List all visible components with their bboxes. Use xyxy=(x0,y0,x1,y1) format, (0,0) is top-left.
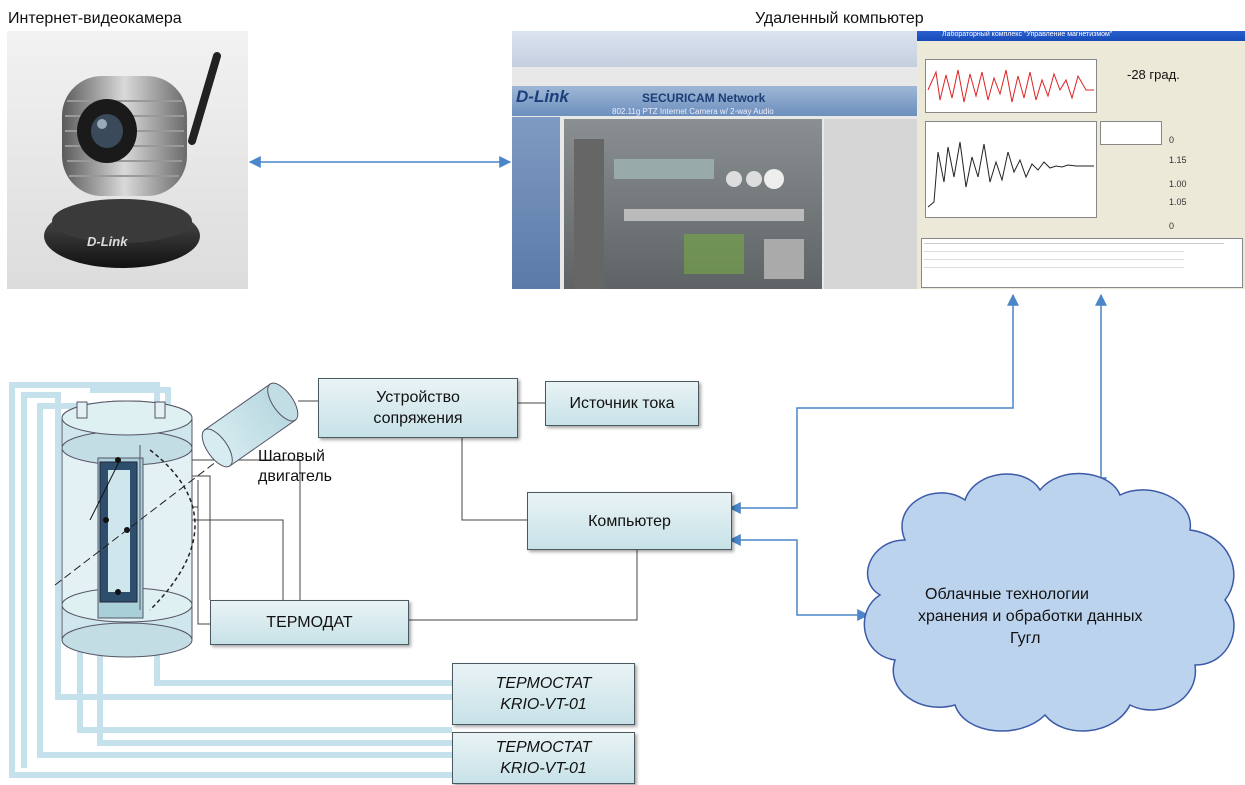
webcam-icon: D-Link xyxy=(44,52,221,268)
value-0a: 0 xyxy=(1169,135,1175,145)
sample-cylinder xyxy=(54,400,226,658)
power-source-label: Источник тока xyxy=(569,395,675,412)
thermostat2-line2: KRIO-VT-01 xyxy=(500,760,587,777)
arrow-remote-computer xyxy=(728,293,1019,514)
webcam-photo: D-Link xyxy=(7,31,248,289)
remote-computer-title: Удаленный компьютер xyxy=(755,10,924,27)
thermostat1-line2: KRIO-VT-01 xyxy=(500,696,587,713)
thermodat-label: ТЕРМОДАТ xyxy=(266,614,353,631)
thermodat-box: ТЕРМОДАТ xyxy=(210,600,409,645)
motor-label-line2: двигатель xyxy=(258,468,332,485)
motor-label-line1: Шаговый xyxy=(258,448,325,465)
camera-web-page: D-Link SECURICAM Network 802.11g PTZ Int… xyxy=(512,31,917,289)
camera-side-menu xyxy=(512,117,560,289)
computer-label: Компьютер xyxy=(588,512,671,530)
computer-box: Компьютер xyxy=(527,492,732,550)
lab-video-icon xyxy=(574,139,804,289)
interface-line2: сопряжения xyxy=(373,410,463,427)
arrow-computer-cloud xyxy=(728,534,870,621)
red-signal-icon xyxy=(927,69,1094,103)
svg-text:D-Link: D-Link xyxy=(87,234,128,249)
lab-app-title: Лабораторный комплекс "Управление магнет… xyxy=(942,31,1113,38)
value-2: 1.00 xyxy=(1169,179,1187,189)
camera-model-text: 802.11g PTZ Internet Camera w/ 2-way Aud… xyxy=(612,107,774,116)
dlink-logo: D-Link xyxy=(516,87,569,106)
power-source-box: Источник тока xyxy=(545,381,699,426)
value-1: 1.15 xyxy=(1169,155,1187,165)
cloud-line2: хранения и обработки данных xyxy=(918,608,1143,625)
camera-video-feed xyxy=(564,119,822,289)
red-chart xyxy=(925,59,1097,113)
thermostat-box-1: ТЕРМОСТАТ KRIO-VT-01 xyxy=(452,663,635,725)
temperature-readout: -28 град. xyxy=(1127,67,1180,82)
lab-app-window: Лабораторный комплекс "Управление магнет… xyxy=(917,31,1245,289)
interface-line1: Устройство xyxy=(376,389,460,406)
value-3: 1.05 xyxy=(1169,197,1187,207)
black-chart xyxy=(925,121,1097,218)
value-0b: 0 xyxy=(1169,221,1175,231)
thermostat2-line1: ТЕРМОСТАТ xyxy=(495,739,592,756)
interface-device-box: Устройство сопряжения xyxy=(318,378,518,438)
remote-screen-photo: D-Link SECURICAM Network 802.11g PTZ Int… xyxy=(512,31,1245,289)
cloud-shape xyxy=(863,472,1235,732)
log-table xyxy=(921,238,1243,288)
securicam-logo: SECURICAM Network xyxy=(642,91,766,105)
cloud-line3: Гугл xyxy=(1010,630,1041,647)
black-signal-icon xyxy=(927,141,1094,208)
cloud-line1: Облачные технологии xyxy=(925,586,1089,603)
camera-title: Интернет-видеокамера xyxy=(8,10,182,27)
stepper-motor xyxy=(201,382,299,468)
thermostat-box-2: ТЕРМОСТАТ KRIO-VT-01 xyxy=(452,732,635,784)
thermostat1-line1: ТЕРМОСТАТ xyxy=(495,675,592,692)
